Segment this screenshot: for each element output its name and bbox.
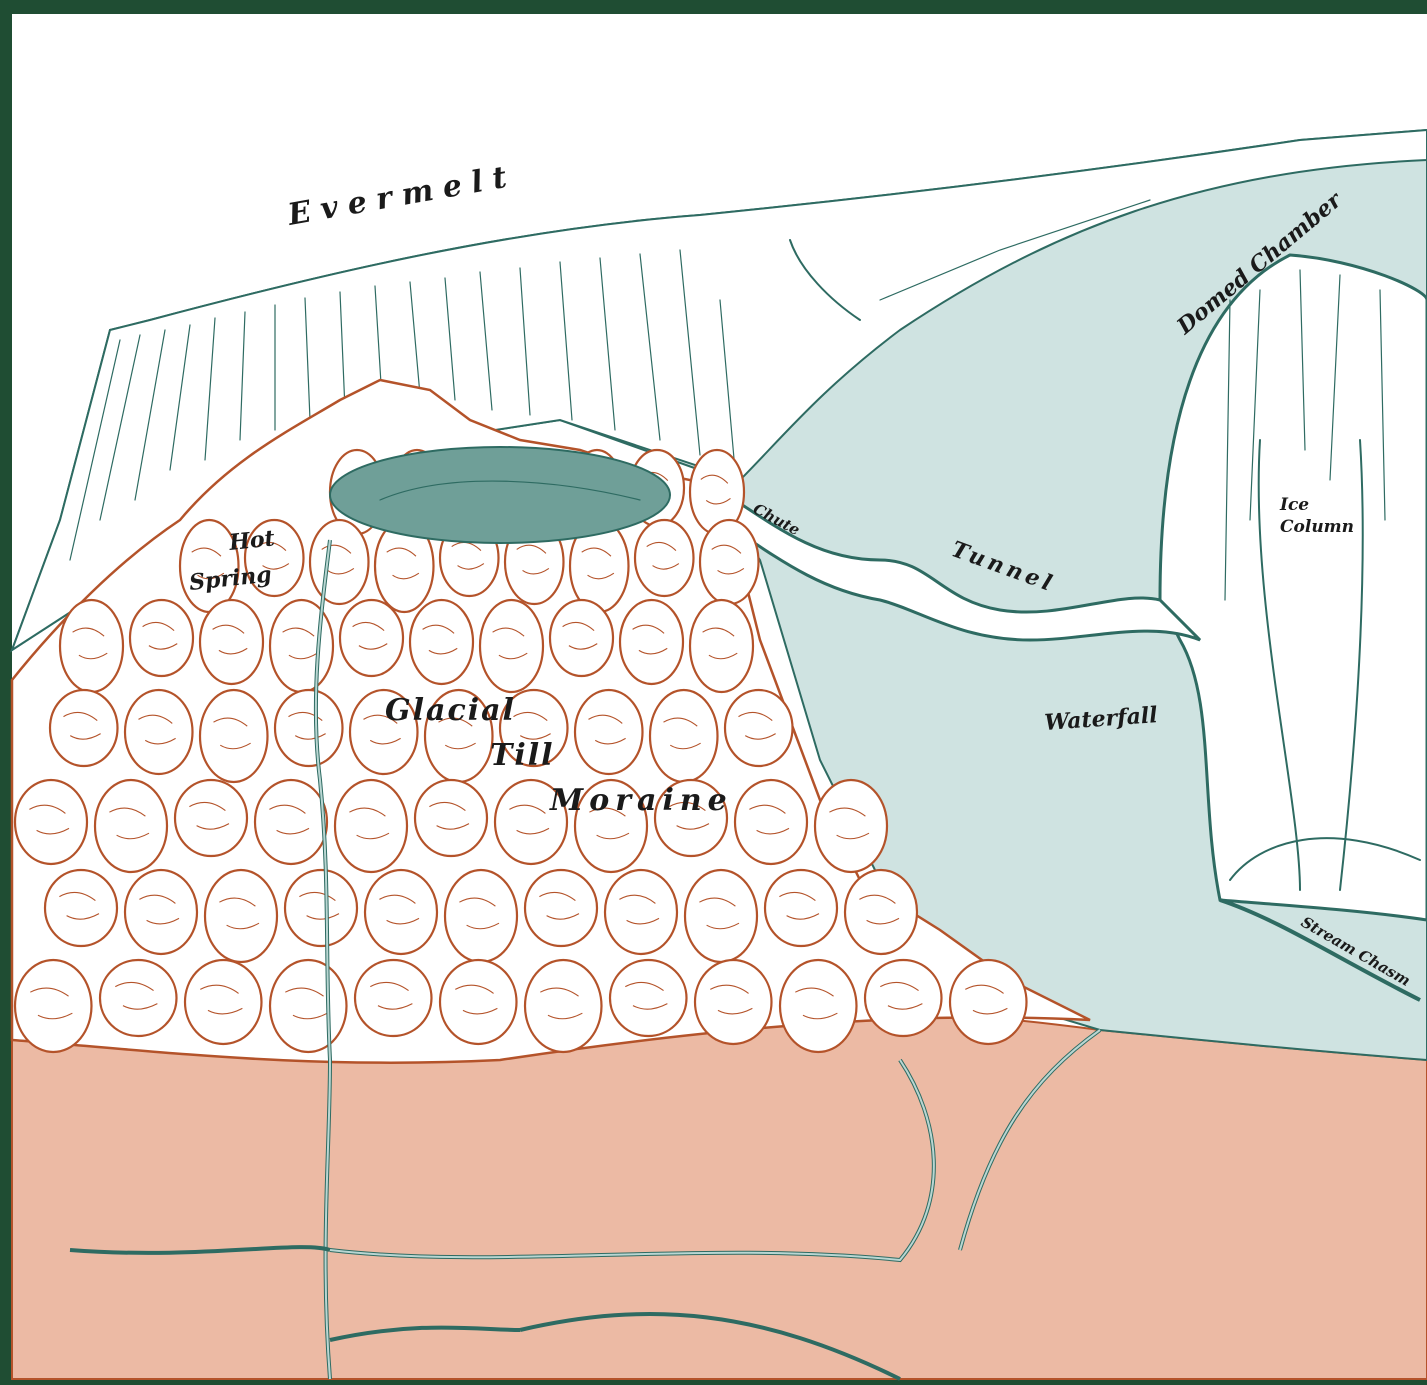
moraine-boulder xyxy=(780,960,857,1052)
moraine-boulder xyxy=(365,870,437,954)
moraine-boulder xyxy=(335,780,407,872)
label-till: Till xyxy=(490,738,555,773)
moraine-boulder xyxy=(865,960,942,1036)
moraine-boulder xyxy=(285,870,357,946)
moraine-boulder xyxy=(690,600,753,692)
moraine-boulder xyxy=(735,780,807,864)
label-hot-spring-1: Hot xyxy=(227,525,276,556)
moraine-boulder xyxy=(550,600,613,676)
moraine-boulder xyxy=(45,870,117,946)
moraine-boulder xyxy=(575,690,643,774)
moraine-boulder xyxy=(125,870,197,954)
moraine-boulder xyxy=(700,520,759,604)
earth-ground xyxy=(12,1009,1427,1379)
moraine-boulder xyxy=(355,960,432,1036)
moraine-boulder xyxy=(635,520,694,596)
moraine-boulder xyxy=(340,600,403,676)
moraine-boulder xyxy=(95,780,167,872)
moraine-boulder xyxy=(205,870,277,962)
moraine-boulder xyxy=(445,870,517,962)
moraine-boulder xyxy=(650,690,718,782)
moraine-boulder xyxy=(440,960,517,1044)
moraine-boulder xyxy=(765,870,837,946)
moraine-boulder xyxy=(480,600,543,692)
moraine-boulder xyxy=(605,870,677,954)
moraine-boulder xyxy=(415,780,487,856)
moraine-boulder xyxy=(275,690,343,766)
moraine-boulder xyxy=(725,690,793,766)
moraine-boulder xyxy=(410,600,473,684)
label-moraine: Moraine xyxy=(549,783,733,818)
moraine-boulder xyxy=(130,600,193,676)
moraine-boulder xyxy=(270,600,333,692)
moraine-boulder xyxy=(620,600,683,684)
label-glacial: Glacial xyxy=(385,693,516,728)
moraine-boulder xyxy=(845,870,917,954)
label-ice-column-2: Column xyxy=(1280,517,1354,537)
moraine-boulder xyxy=(815,780,887,872)
moraine-boulder xyxy=(695,960,772,1044)
moraine-boulder xyxy=(525,870,597,946)
moraine-boulder xyxy=(610,960,687,1036)
moraine-boulder xyxy=(60,600,123,692)
moraine-boulder xyxy=(270,960,347,1052)
label-ice-column-1: Ice xyxy=(1279,495,1309,515)
moraine-boulder xyxy=(310,520,369,604)
moraine-boulder xyxy=(525,960,602,1052)
moraine-boulder xyxy=(15,780,87,864)
moraine-boulder xyxy=(950,960,1027,1044)
moraine-boulder xyxy=(200,690,268,782)
moraine-boulder xyxy=(185,960,262,1044)
moraine-boulder xyxy=(100,960,177,1036)
moraine-boulder xyxy=(50,690,118,766)
moraine-boulder xyxy=(255,780,327,864)
moraine-boulder xyxy=(685,870,757,962)
moraine-boulder xyxy=(200,600,263,684)
moraine-boulder xyxy=(15,960,92,1052)
moraine-boulder xyxy=(175,780,247,856)
moraine-boulder xyxy=(125,690,193,774)
